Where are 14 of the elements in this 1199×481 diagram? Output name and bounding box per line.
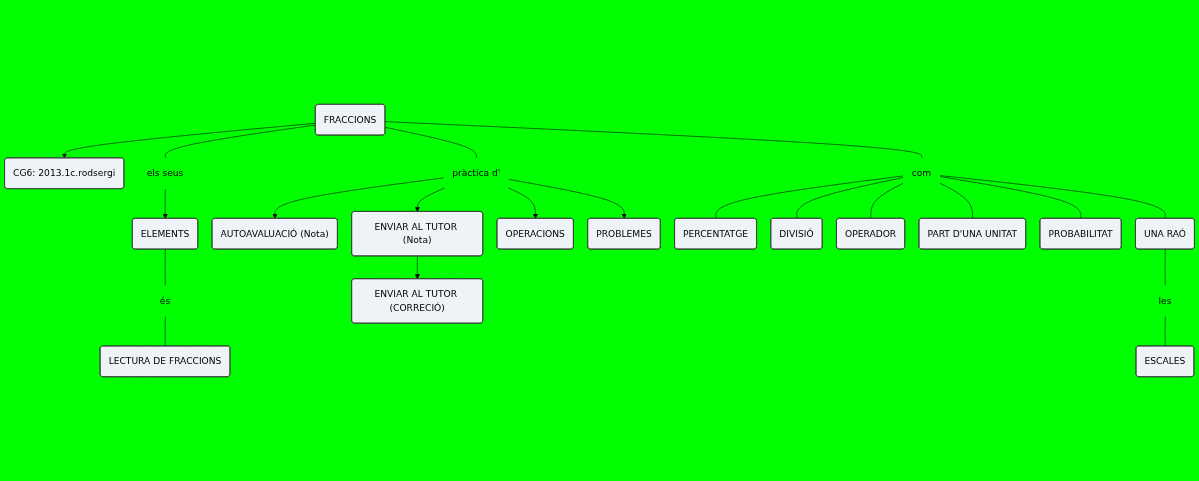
connector [1164, 316, 1166, 347]
connector [796, 177, 904, 219]
connector [939, 182, 973, 219]
node-text: com [911, 167, 932, 179]
connector [939, 175, 1166, 219]
node-text: pràctica d' [452, 167, 501, 179]
node-text: és [159, 295, 171, 307]
connector [164, 316, 166, 347]
node-text: les [1158, 295, 1172, 307]
node-text: els seus [146, 167, 184, 179]
connector [870, 182, 904, 219]
connector [715, 175, 904, 219]
connector [939, 176, 1082, 219]
connector [165, 124, 316, 159]
